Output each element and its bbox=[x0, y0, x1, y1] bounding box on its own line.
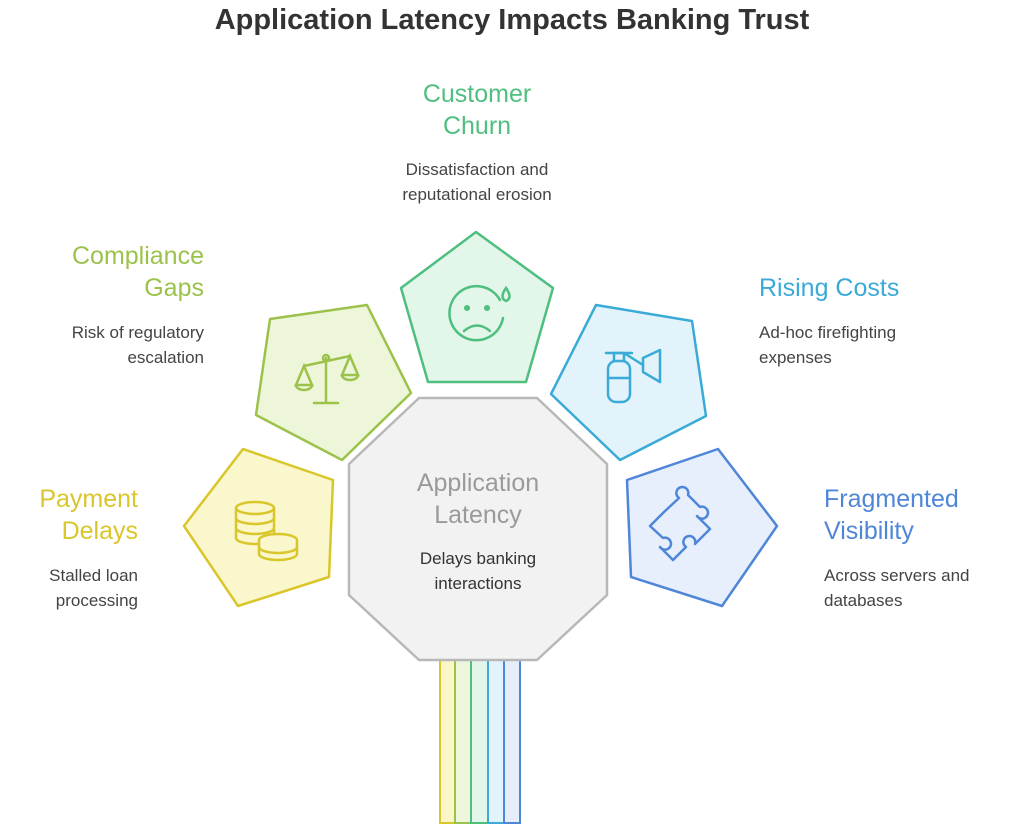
compliance-description: Risk of regulatory escalation bbox=[0, 320, 204, 370]
puzzle-icon bbox=[648, 485, 712, 562]
stem-stripe-payment bbox=[439, 654, 456, 824]
churn-description: Dissatisfaction and reputational erosion bbox=[357, 157, 597, 207]
visibility-title: Fragmented Visibility bbox=[824, 483, 1019, 547]
scales-icon bbox=[294, 352, 360, 405]
pentagon-compliance bbox=[254, 303, 413, 462]
pentagon-churn bbox=[399, 230, 555, 384]
costs-title-line-1: Rising Costs bbox=[759, 274, 900, 302]
stem-stripe-compliance bbox=[454, 654, 472, 824]
stem bbox=[439, 654, 521, 824]
costs-desc-line-1: Ad-hoc firefighting bbox=[759, 323, 897, 342]
pentagon-costs bbox=[549, 303, 708, 462]
churn-desc-line-1: Dissatisfaction and bbox=[405, 160, 549, 179]
visibility-title-line-2: Visibility bbox=[824, 517, 914, 545]
center-octagon bbox=[347, 396, 609, 662]
center-desc-line-1: Delays banking bbox=[419, 549, 537, 568]
costs-title: Rising Costs bbox=[759, 272, 1009, 304]
payment-title: Payment Delays bbox=[0, 483, 138, 547]
payment-desc-line-1: Stalled loan bbox=[49, 566, 138, 585]
pentagon-visibility bbox=[625, 447, 779, 608]
center-title-line-2: Latency bbox=[434, 501, 522, 529]
payment-desc-line-2: processing bbox=[55, 591, 138, 610]
visibility-description: Across servers and databases bbox=[824, 563, 1019, 613]
visibility-title-line-1: Fragmented bbox=[824, 485, 959, 513]
center-title-line-1: Application bbox=[416, 469, 540, 497]
fire-extinguisher-icon bbox=[604, 348, 662, 404]
churn-title-line-2: Churn bbox=[442, 112, 512, 140]
center-desc-line-2: interactions bbox=[434, 574, 522, 593]
sad-face-icon bbox=[448, 284, 511, 342]
center-title: Application Latency bbox=[378, 467, 578, 531]
costs-desc-line-2: expenses bbox=[759, 348, 832, 367]
churn-title: Customer Churn bbox=[377, 78, 577, 142]
payment-title-line-1: Payment bbox=[39, 485, 138, 513]
visibility-desc-line-2: databases bbox=[824, 591, 903, 610]
compliance-desc-line-2: escalation bbox=[127, 348, 204, 367]
payment-description: Stalled loan processing bbox=[0, 563, 138, 613]
compliance-desc-line-1: Risk of regulatory bbox=[71, 323, 204, 342]
pentagon-payment bbox=[182, 447, 335, 608]
payment-title-line-2: Delays bbox=[61, 517, 138, 545]
page-title: Application Latency Impacts Banking Trus… bbox=[214, 4, 810, 36]
coins-icon bbox=[234, 500, 299, 562]
stem-stripe-visibility bbox=[503, 654, 521, 824]
visibility-desc-line-1: Across servers and bbox=[824, 566, 970, 585]
stem-stripe-costs bbox=[487, 654, 505, 824]
center-description: Delays banking interactions bbox=[378, 546, 578, 596]
costs-description: Ad-hoc firefighting expenses bbox=[759, 320, 1009, 370]
compliance-title: Compliance Gaps bbox=[0, 240, 204, 304]
compliance-title-line-2: Gaps bbox=[144, 274, 204, 302]
stem-stripe-churn bbox=[470, 654, 489, 824]
churn-desc-line-2: reputational erosion bbox=[402, 185, 552, 204]
compliance-title-line-1: Compliance bbox=[71, 242, 204, 270]
churn-title-line-1: Customer bbox=[422, 80, 532, 108]
